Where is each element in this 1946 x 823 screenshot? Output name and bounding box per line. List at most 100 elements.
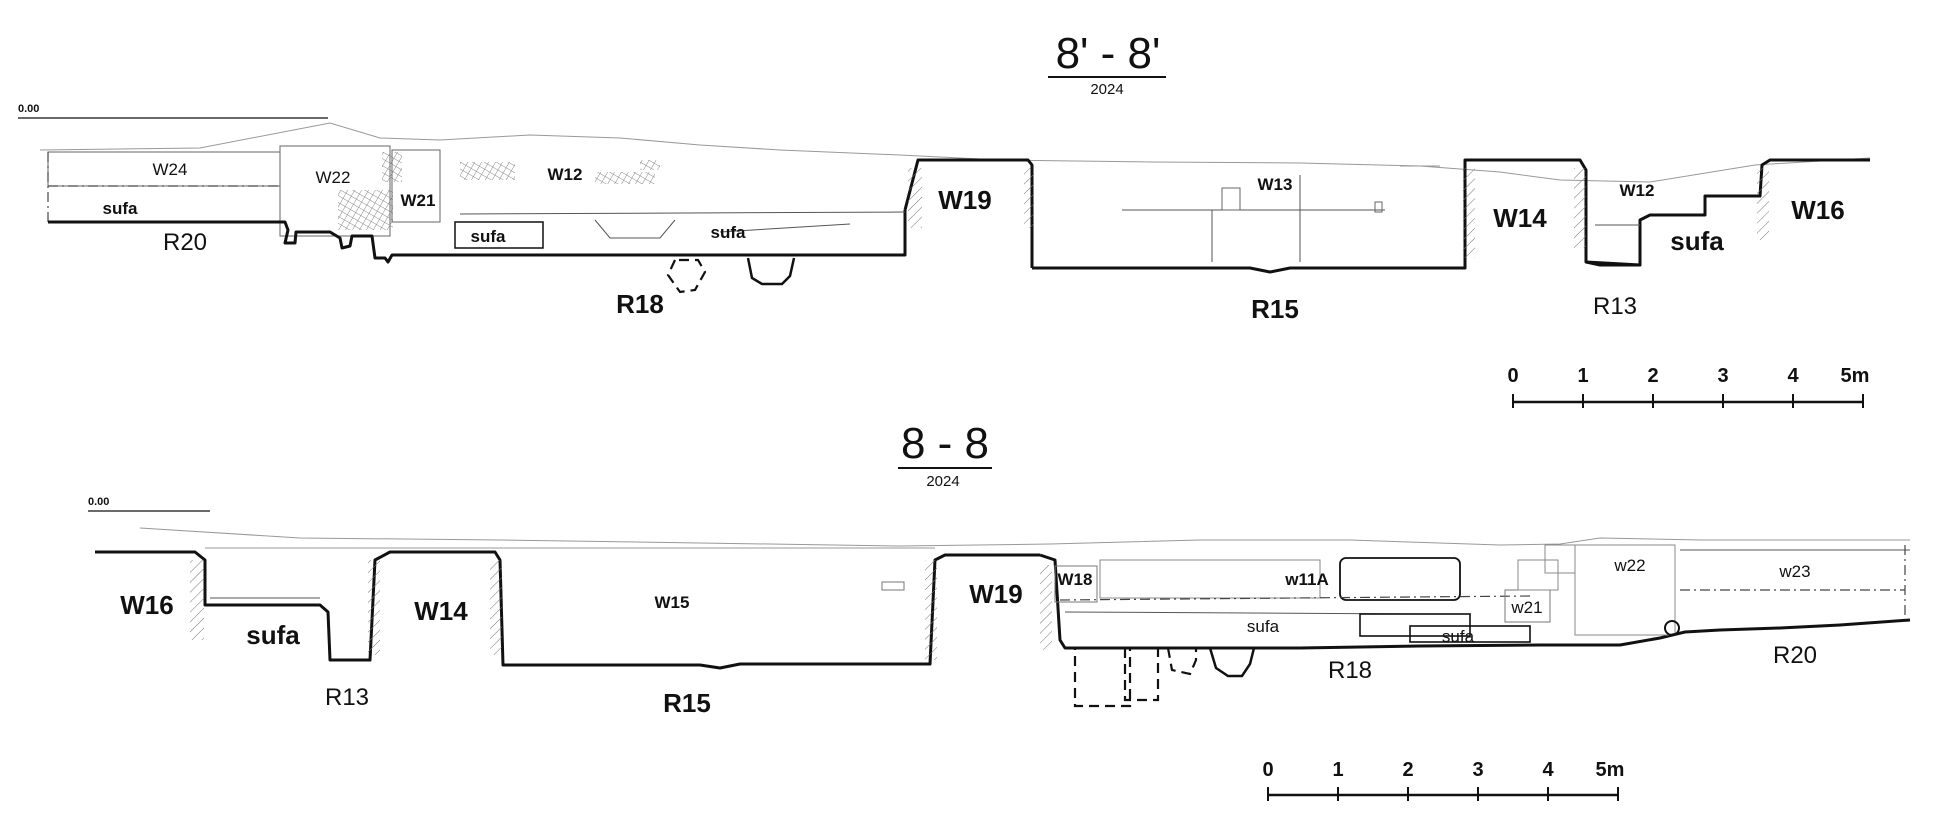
w14-hatch-right	[1574, 168, 1586, 248]
w14-hatch-left	[368, 560, 380, 655]
label-sufa-right: sufa	[1442, 627, 1475, 646]
scale-tick-label: 4	[1542, 759, 1554, 781]
section-title: 8 - 8	[901, 419, 989, 468]
label-w15: W15	[655, 593, 690, 612]
surface-line	[139, 527, 1910, 547]
label-w18: W18	[1058, 570, 1093, 589]
label-r15: R15	[1251, 294, 1299, 324]
pit-solid	[1208, 647, 1256, 678]
w18-block	[1054, 565, 1098, 603]
label-r20: R20	[1773, 642, 1817, 669]
section-8: 8 - 8 2024 0.00	[88, 419, 1911, 801]
scale-tick-label: 5m	[1596, 759, 1625, 781]
datum-label: 0.00	[88, 496, 109, 508]
scale-tick-label: 3	[1717, 365, 1728, 387]
label-w14: W14	[414, 596, 468, 626]
label-sufa-r13: sufa	[1670, 226, 1724, 256]
label-w14: W14	[1493, 203, 1547, 233]
section-title: 8' - 8'	[1056, 29, 1161, 78]
w12-crosshatch-3	[640, 160, 660, 170]
pit-dashed	[666, 258, 707, 294]
w19-hatch-left	[908, 168, 922, 228]
label-w22: W22	[316, 168, 351, 187]
dashdot-level	[1059, 595, 1531, 601]
label-w11a: w11A	[1284, 570, 1328, 589]
sufa-right-line	[719, 223, 851, 233]
scale-tick-label: 4	[1787, 365, 1799, 387]
label-w22: w22	[1613, 556, 1645, 575]
scale-tick-label: 5m	[1841, 365, 1870, 387]
scale-tick-label: 3	[1472, 759, 1483, 781]
w12-crosshatch-1	[460, 162, 515, 180]
w19-hatch-left	[925, 560, 937, 660]
w22-block	[1574, 544, 1676, 636]
label-r18: R18	[616, 289, 664, 319]
stair-block-2	[1544, 544, 1576, 574]
section-8prime: 8' - 8' 2024 0.00	[18, 29, 1871, 408]
w14-hatch-right	[490, 560, 502, 655]
scale-tick-label: 1	[1332, 759, 1343, 781]
w13-small-mark	[1374, 201, 1383, 213]
label-w16: W16	[120, 590, 173, 620]
scale-tick-label: 0	[1507, 365, 1518, 387]
wall-w21-outline	[391, 149, 441, 223]
r15-floor	[1032, 158, 1640, 274]
w14-hatch-left	[1463, 168, 1475, 258]
sufa-left-floor	[459, 211, 906, 215]
label-w16: W16	[1791, 195, 1844, 225]
datum-label: 0.00	[18, 103, 39, 115]
label-sufa-box: sufa	[471, 227, 507, 246]
stair-block-1	[1517, 559, 1559, 591]
w11a-stone	[1339, 557, 1461, 601]
pit-dashed-2	[1123, 646, 1160, 702]
label-r15: R15	[663, 688, 711, 718]
label-w21: w21	[1510, 598, 1542, 617]
label-sufa-left: sufa	[103, 199, 139, 218]
scale-tick-label: 0	[1262, 759, 1273, 781]
w12-crosshatch-2	[595, 172, 655, 184]
label-r20: R20	[163, 229, 207, 256]
w15-small-mark	[881, 581, 905, 591]
label-sufa-left: sufa	[246, 620, 300, 650]
pit-dashed-3	[1166, 647, 1198, 676]
w13-niche	[1221, 187, 1241, 211]
label-r13: R13	[325, 684, 369, 711]
pit-dashed-1	[1073, 646, 1132, 708]
r13-floor	[1585, 158, 1870, 267]
w18-area-profile	[1039, 553, 1911, 650]
w11a-block	[1099, 559, 1321, 599]
scale-bar: 0 1 2 3 4 5m	[1262, 759, 1624, 801]
label-r18: R18	[1328, 657, 1372, 684]
surface-line	[39, 122, 1871, 183]
w19-hatch-right	[1024, 168, 1034, 228]
w16-hatch-left	[1757, 168, 1769, 240]
section-year: 2024	[1090, 81, 1123, 98]
floor-profile-left	[95, 550, 1040, 670]
label-r13: R13	[1593, 293, 1637, 320]
label-sufa-mid: sufa	[1247, 617, 1280, 636]
section-year: 2024	[926, 473, 959, 490]
sufa-stone-2	[1409, 625, 1531, 643]
w19-hatch-right	[1040, 565, 1052, 650]
scale-tick-label: 1	[1577, 365, 1588, 387]
basin-profile	[594, 219, 676, 239]
label-w19: W19	[938, 185, 991, 215]
label-sufa-right: sufa	[711, 223, 747, 242]
label-w24: W24	[153, 160, 188, 179]
scale-bar: 0 1 2 3 4 5m	[1507, 365, 1869, 408]
pit-solid	[746, 257, 796, 286]
label-w12-left: W12	[548, 165, 583, 184]
floor-profile-left	[48, 210, 907, 264]
scale-tick-label: 2	[1647, 365, 1658, 387]
w16-hatch	[190, 560, 204, 640]
sufa-stone-1	[1359, 613, 1471, 637]
sufa-box	[454, 221, 544, 249]
label-w23: w23	[1778, 562, 1810, 581]
label-w19: W19	[969, 579, 1022, 609]
label-w12-right: W12	[1620, 181, 1655, 200]
w22-crosshatch	[338, 190, 393, 230]
label-w13: W13	[1258, 175, 1293, 194]
scale-tick-label: 2	[1402, 759, 1413, 781]
label-w21: W21	[401, 191, 436, 210]
